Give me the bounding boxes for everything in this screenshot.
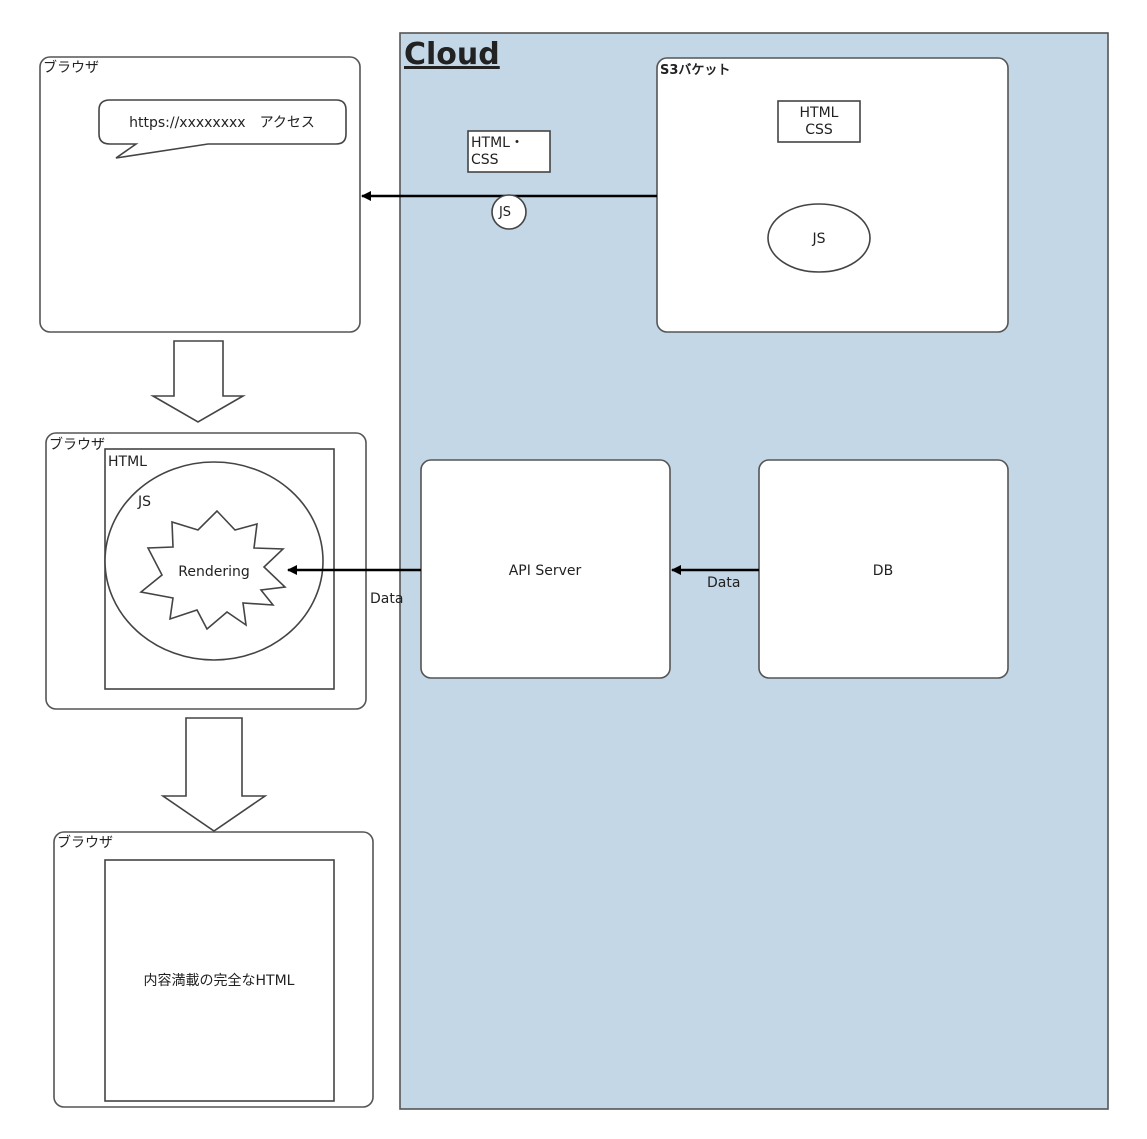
s3-js-label: JS (811, 231, 825, 247)
complete-html-document (104, 859, 335, 1102)
api-to-browser-edge: Data (287, 565, 421, 607)
url-access-text: https://xxxxxxxx アクセス (129, 115, 315, 131)
transfer-js-file (491, 194, 527, 230)
cloud-title: Cloud (404, 37, 500, 72)
browser-initial-label: ブラウザ (43, 59, 99, 76)
db-to-api-data-label: Data (707, 575, 740, 591)
api-to-browser-data-label: Data (370, 591, 403, 607)
html-document-label: HTML (108, 454, 147, 470)
transfer-js-label: JS (498, 205, 511, 220)
s3-css-label: CSS (805, 122, 833, 138)
down-arrow-1 (150, 340, 246, 423)
url-access-bubble (98, 99, 347, 159)
api-server[interactable]: API Server (420, 459, 671, 679)
browser-rendering-label: ブラウザ (49, 436, 105, 453)
s3-bucket-label: S3バケット (660, 63, 730, 78)
rendering-label: Rendering (178, 564, 250, 580)
s3-html-label: HTML (800, 105, 839, 121)
db-to-api-edge: Data (671, 565, 759, 591)
browser-initial[interactable]: ブラウザ https://xxxxxxxx アクセス (39, 56, 361, 333)
api-server-label: API Server (509, 563, 582, 579)
transfer-html-label: HTML・ (471, 135, 524, 151)
s3-js-file (767, 203, 871, 273)
js-runtime-label: JS (137, 494, 151, 510)
down-arrow-2 (160, 717, 268, 832)
complete-html-label: 内容満載の完全なHTML (144, 972, 295, 989)
s3-html-css-file (777, 100, 861, 143)
browser-final[interactable]: ブラウザ 内容満載の完全なHTML (53, 831, 374, 1108)
rendering-burst (139, 509, 287, 631)
browser-final-label: ブラウザ (57, 834, 113, 851)
database-label: DB (873, 563, 893, 579)
database[interactable]: DB (758, 459, 1009, 679)
s3-bucket[interactable]: S3バケット HTML CSS JS (656, 57, 1009, 333)
transfer-css-label: CSS (471, 152, 499, 168)
transfer-html-css-file (467, 130, 551, 173)
s3-to-browser-transfer: HTML・ CSS JS (361, 130, 657, 230)
